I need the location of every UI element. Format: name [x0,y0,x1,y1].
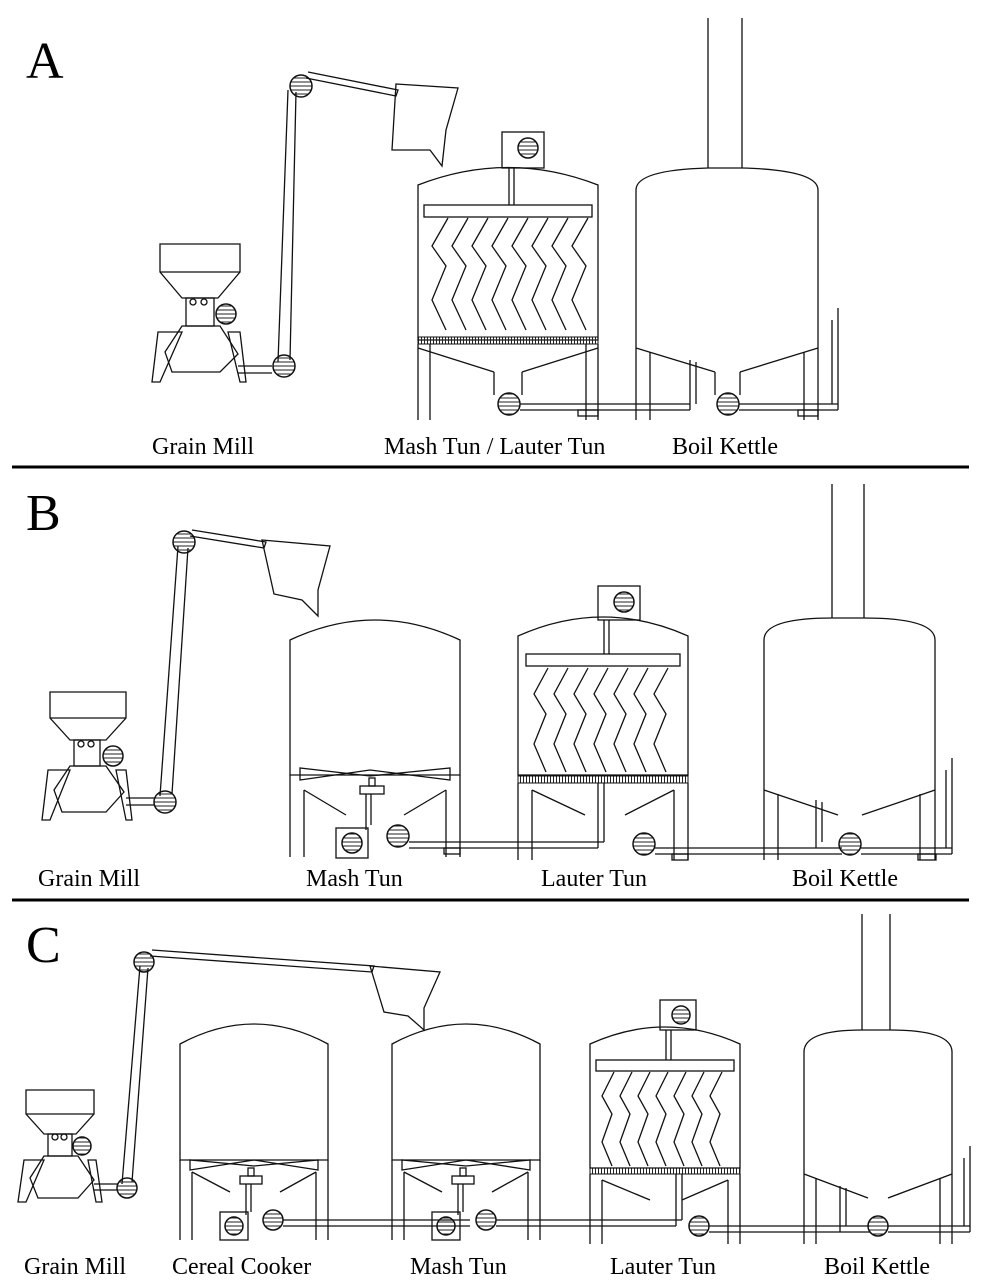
mash-tun [289,619,604,859]
cereal-cooker [179,1023,470,1241]
label-lauter-tun: Lauter Tun [610,1254,716,1280]
panel-b: B [26,484,953,892]
label-grain-mill: Grain Mill [152,434,254,460]
panel-c: C [17,914,971,1280]
panel-letter-a: A [26,33,64,90]
boil-kettle [635,18,839,420]
label-boil-kettle: Boil Kettle [672,434,778,460]
panel-letter-b: B [26,485,61,542]
lauter-tun [517,585,842,861]
panel-letter-c: C [26,917,61,974]
panel-a: A [26,18,839,460]
label-mash-tun: Mash Tun [410,1254,507,1280]
label-boil-kettle: Boil Kettle [792,866,898,892]
label-grain-mill: Grain Mill [38,866,140,892]
label-lauter-tun: Lauter Tun [541,866,647,892]
mash-tun [391,1023,682,1241]
grain-mill [151,243,272,383]
label-mash-lauter-tun: Mash Tun / Lauter Tun [384,434,605,460]
boil-kettle [803,914,971,1244]
bucket-elevator [272,71,459,378]
label-grain-mill: Grain Mill [24,1254,126,1280]
grain-mill [17,1089,118,1203]
grain-mill [41,691,155,821]
boil-kettle [763,484,953,861]
label-boil-kettle: Boil Kettle [824,1254,930,1280]
lauter-tun [589,999,870,1244]
bucket-elevator [153,529,331,814]
label-mash-tun: Mash Tun [306,866,403,892]
label-cereal-cooker: Cereal Cooker [172,1254,311,1280]
mash-lauter-tun [417,131,690,420]
